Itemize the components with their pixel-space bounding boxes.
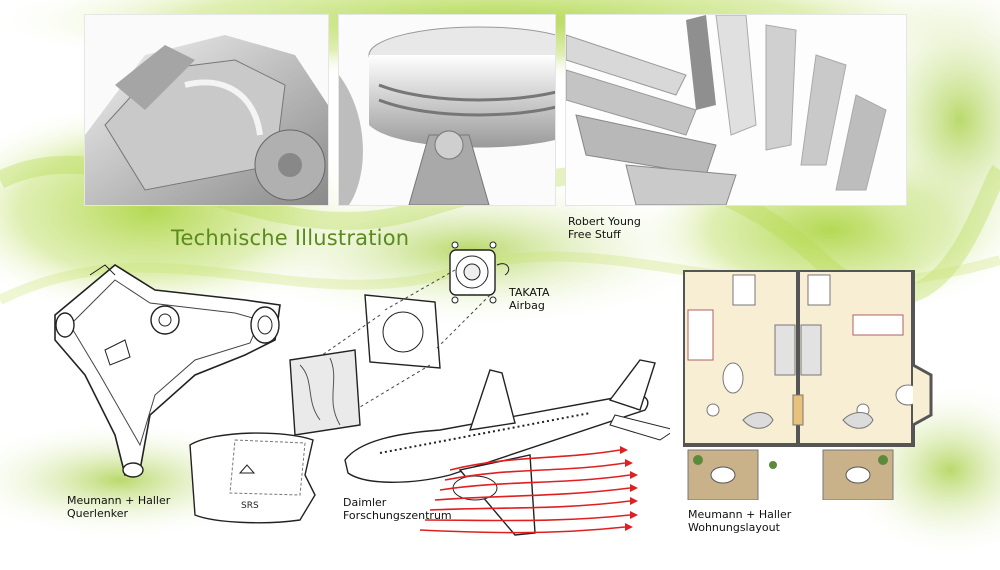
caption-line: Robert Young — [568, 215, 641, 228]
control-arm-illustration — [54, 264, 281, 478]
airplane-airflow-illustration — [344, 359, 670, 536]
caption-line: Daimler — [343, 496, 387, 509]
fan-blades-render — [565, 14, 907, 206]
caption-line: Airbag — [509, 299, 545, 312]
airbag-exploded-illustration — [289, 241, 510, 435]
caption-line: Querlenker — [67, 507, 128, 520]
caption-line: Forschungszentrum — [343, 509, 452, 522]
caption-line: Free Stuff — [568, 228, 621, 241]
caption-line: Meumann + Haller — [67, 494, 171, 507]
caption-querlenker: Meumann + Haller Querlenker — [67, 494, 170, 520]
piston-render — [338, 14, 556, 206]
airbag-cover-illustration: SRS — [189, 432, 316, 524]
caption-robert-young: Robert Young Free Stuff — [568, 215, 641, 241]
floor-plan-illustration — [683, 270, 933, 500]
caption-takata: TAKATA Airbag — [509, 286, 549, 312]
caption-wohnungslayout: Meumann + Haller Wohnungslayout — [688, 508, 791, 534]
srs-label: SRS — [241, 501, 259, 511]
caption-line: Meumann + Haller — [688, 508, 792, 521]
caption-line: TAKATA — [509, 286, 550, 299]
page-title: Technische Illustration — [171, 226, 410, 250]
caption-line: Wohnungslayout — [688, 521, 780, 534]
brake-caliper-render — [84, 14, 329, 206]
caption-daimler: Daimler Forschungszentrum — [343, 496, 452, 522]
